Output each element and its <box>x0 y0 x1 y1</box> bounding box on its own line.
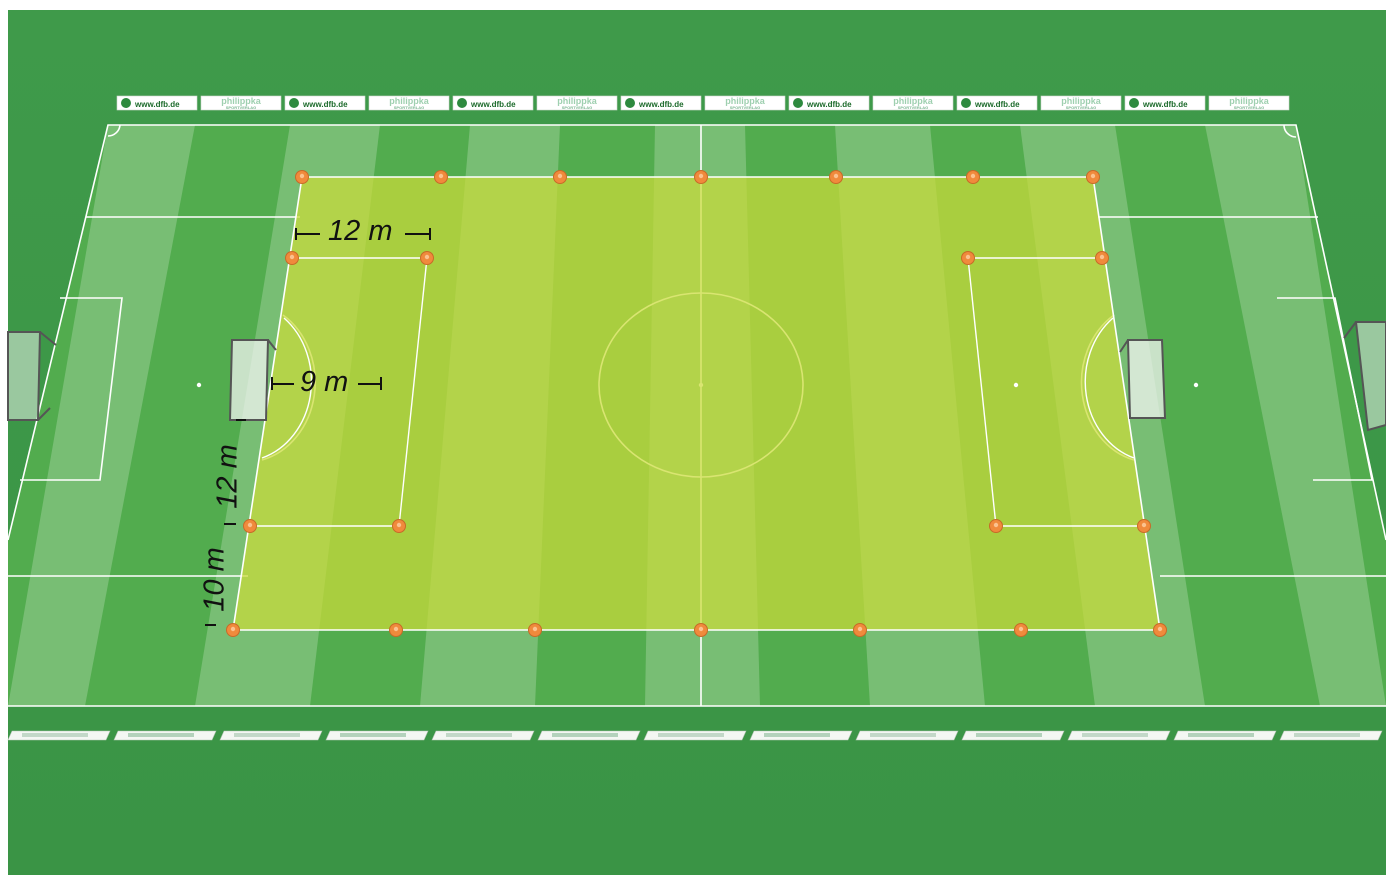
cone-marker <box>421 252 434 265</box>
dfb-board: www.dfb.de <box>117 96 197 110</box>
bottom-board <box>962 731 1064 740</box>
cone-marker <box>1087 171 1100 184</box>
dfb-board: www.dfb.de <box>957 96 1037 110</box>
dfb-board-text: www.dfb.de <box>470 100 516 109</box>
cone-marker <box>695 171 708 184</box>
cone-marker <box>390 624 403 637</box>
dfb-board-text: www.dfb.de <box>974 100 1020 109</box>
dfb-board-text: www.dfb.de <box>806 100 852 109</box>
philippka-board-sub: SPORTVERLAG <box>1234 105 1264 110</box>
philippka-board-sub: SPORTVERLAG <box>562 105 592 110</box>
philippka-board-sub: SPORTVERLAG <box>226 105 256 110</box>
dfb-board: www.dfb.de <box>621 96 701 110</box>
dfb-board-text: www.dfb.de <box>302 100 348 109</box>
bottom-board <box>538 731 640 740</box>
cone-marker <box>854 624 867 637</box>
cone-marker <box>695 624 708 637</box>
label-12m-side: 12 m <box>212 444 245 508</box>
label-12m-width: 12 m <box>328 215 392 248</box>
dfb-board: www.dfb.de <box>1125 96 1205 110</box>
dfb-board-text: www.dfb.de <box>134 100 180 109</box>
philippka-board-sub: SPORTVERLAG <box>394 105 424 110</box>
cone-marker <box>1154 624 1167 637</box>
cone-marker <box>967 171 980 184</box>
right-zone-spot <box>1014 383 1018 387</box>
bottom-board <box>1280 731 1382 740</box>
dfb-board: www.dfb.de <box>453 96 533 110</box>
bottom-board <box>114 731 216 740</box>
cone-marker <box>529 624 542 637</box>
dfb-board: www.dfb.de <box>285 96 365 110</box>
dfb-board: www.dfb.de <box>789 96 869 110</box>
cone-marker <box>962 252 975 265</box>
bottom-board <box>644 731 746 740</box>
cone-marker <box>1096 252 1109 265</box>
philippka-board-sub: SPORTVERLAG <box>730 105 760 110</box>
cone-marker <box>990 520 1003 533</box>
cone-marker <box>554 171 567 184</box>
bottom-board <box>8 731 110 740</box>
bottom-board <box>326 731 428 740</box>
cone-marker <box>435 171 448 184</box>
bottom-board <box>220 731 322 740</box>
cone-marker <box>227 624 240 637</box>
cone-marker <box>244 520 257 533</box>
cone-marker <box>393 520 406 533</box>
label-10m-side: 10 m <box>199 547 232 611</box>
philippka-board-sub: SPORTVERLAG <box>898 105 928 110</box>
cone-marker <box>286 252 299 265</box>
bottom-board <box>750 731 852 740</box>
label-9m-depth: 9 m <box>300 366 348 399</box>
cone-marker <box>1138 520 1151 533</box>
bottom-board <box>856 731 958 740</box>
cone-marker <box>830 171 843 184</box>
left-penalty-spot <box>197 383 201 387</box>
bottom-board <box>432 731 534 740</box>
bottom-board <box>1174 731 1276 740</box>
cone-marker <box>296 171 309 184</box>
dfb-board-text: www.dfb.de <box>638 100 684 109</box>
philippka-board-sub: SPORTVERLAG <box>1066 105 1096 110</box>
cone-marker <box>1015 624 1028 637</box>
bottom-board <box>1068 731 1170 740</box>
right-penalty-spot <box>1194 383 1198 387</box>
dfb-board-text: www.dfb.de <box>1142 100 1188 109</box>
